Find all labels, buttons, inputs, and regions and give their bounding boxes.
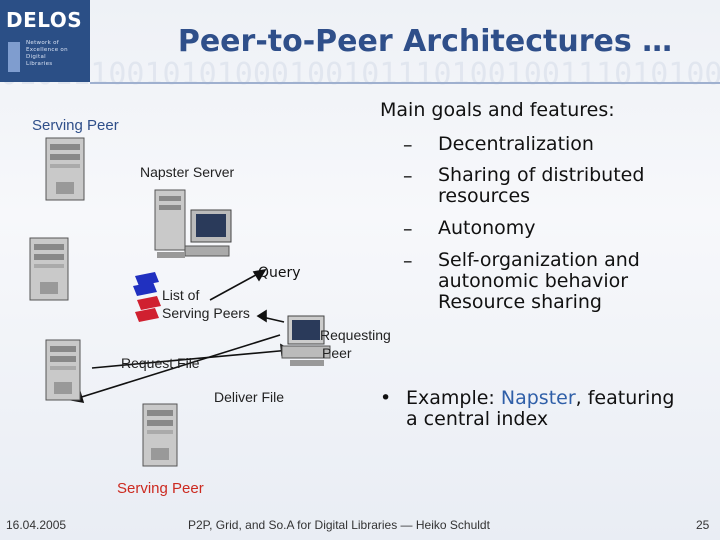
peer-label: Peer: [322, 345, 352, 361]
goals-heading: Main goals and features:: [380, 99, 615, 121]
delos-logo: DELOS Network of Excellence on Digital L…: [0, 0, 90, 82]
list-of-label: List of: [162, 287, 200, 303]
logo-subtitle: Network of Excellence on Digital Librari…: [26, 40, 68, 67]
serving-peer-bottom-label: Serving Peer: [117, 480, 204, 497]
slide-title: Peer-to-Peer Architectures …: [177, 24, 673, 59]
deliver-file-label: Deliver File: [214, 389, 285, 405]
logo-bar: [8, 42, 20, 72]
goal-dash: –: [403, 218, 413, 240]
goal-dash: –: [403, 165, 413, 187]
footer-date: 16.04.2005: [6, 518, 67, 532]
query-arrow-head: [252, 268, 267, 282]
deliver-file-line: [91, 349, 291, 369]
napster-link[interactable]: Napster: [500, 387, 576, 409]
example-line: Example: Napster, featuring: [406, 387, 675, 409]
goal-item: Sharing of distributed: [438, 164, 645, 186]
desktop-computer-icon: [281, 315, 331, 366]
server-tower-icon: [45, 339, 81, 401]
example-line-2: a central index: [406, 408, 549, 430]
footer-center: P2P, Grid, and So.A for Digital Librarie…: [188, 518, 490, 532]
serving-peers-label: Serving Peers: [162, 305, 250, 321]
goal-item-continued: resources: [438, 185, 531, 207]
title-divider: [90, 82, 720, 84]
list-documents-icon: [133, 272, 161, 322]
goal-item-continued: Resource sharing: [438, 291, 602, 313]
goal-item: Decentralization: [438, 133, 594, 155]
server-tower-icon: [29, 237, 69, 301]
request-file-label: Request File: [121, 355, 200, 371]
logo-name: DELOS: [6, 8, 83, 32]
requesting-label: Requesting: [320, 327, 391, 343]
napster-server-icon: [154, 189, 232, 258]
napster-server-label: Napster Server: [140, 164, 235, 180]
example-bullet: •: [380, 387, 392, 409]
goal-item: Self-organization and: [438, 249, 640, 271]
list-arrow-head: [256, 309, 267, 323]
goal-item-continued: autonomic behavior: [438, 270, 629, 292]
serving-peer-top-label: Serving Peer: [32, 117, 119, 134]
goal-dash: –: [403, 250, 413, 272]
goal-dash: –: [403, 134, 413, 156]
binary-pattern: 0101110010101000100101110100100111010100…: [0, 60, 720, 92]
query-label: Query: [258, 265, 301, 281]
server-tower-icon: [142, 403, 178, 467]
request-file-line: [71, 334, 281, 401]
footer-page-number: 25: [696, 518, 710, 532]
server-tower-icon: [45, 137, 85, 201]
goal-item: Autonomy: [438, 217, 536, 239]
